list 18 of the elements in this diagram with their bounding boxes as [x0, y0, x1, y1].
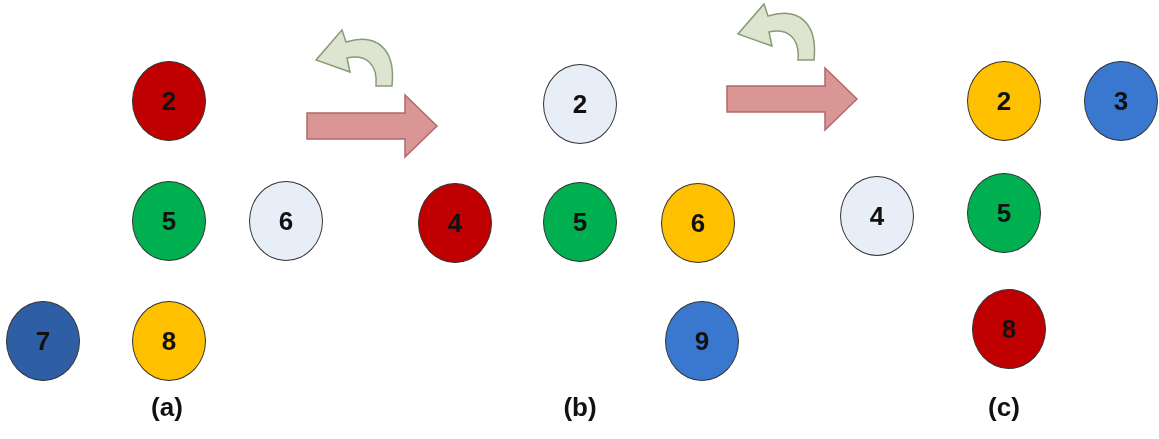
node-number: 5 — [996, 197, 1012, 229]
node-number: 2 — [161, 85, 177, 117]
node-number: 8 — [161, 325, 177, 357]
node-number: 4 — [869, 200, 885, 232]
node-number: 9 — [694, 325, 710, 357]
panel-label: (a) — [151, 392, 183, 423]
node-number: 3 — [1113, 85, 1129, 117]
node-number: 4 — [447, 207, 463, 239]
node-number: 2 — [996, 85, 1012, 117]
node-number: 6 — [278, 205, 294, 237]
node-number: 7 — [35, 325, 51, 357]
node-number: 2 — [572, 88, 588, 120]
node-number: 5 — [572, 206, 588, 238]
node-number: 6 — [690, 207, 706, 239]
node-number: 8 — [1001, 313, 1017, 345]
panel-label: (c) — [988, 392, 1020, 423]
node-number: 5 — [161, 205, 177, 237]
panel-label: (b) — [563, 392, 597, 423]
